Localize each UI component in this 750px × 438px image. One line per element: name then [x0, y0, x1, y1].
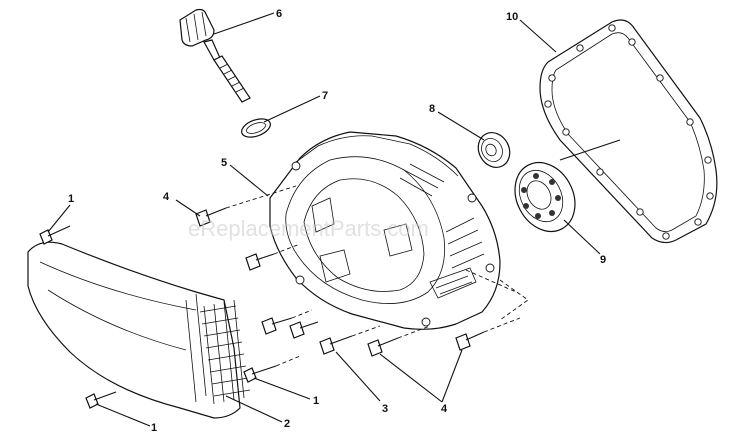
- bolt-4c[interactable]: [261, 317, 293, 335]
- bolt-4a[interactable]: [195, 207, 227, 227]
- blower-housing-part[interactable]: [27, 241, 251, 419]
- callout-2: 2: [284, 418, 290, 430]
- bolt-4e[interactable]: [367, 337, 399, 357]
- o-ring-part[interactable]: [239, 115, 273, 140]
- bolt-4f[interactable]: [455, 331, 485, 351]
- bolt-1b[interactable]: [243, 365, 277, 383]
- bolt-1c[interactable]: [85, 391, 117, 409]
- callout-5: 5: [221, 157, 227, 169]
- callout-1-top: 1: [68, 193, 74, 205]
- callout-1-bottom: 1: [151, 422, 157, 434]
- bearing-large-part[interactable]: [503, 152, 586, 242]
- bolt-1a[interactable]: [39, 225, 71, 245]
- gasket-part[interactable]: [539, 19, 718, 244]
- callout-4-bottom: 4: [441, 403, 448, 415]
- callout-4-left: 4: [163, 191, 170, 203]
- callout-7: 7: [322, 90, 328, 102]
- callout-10: 10: [506, 11, 518, 23]
- callout-1-right: 1: [313, 395, 319, 407]
- crankcase-cover-part[interactable]: [269, 131, 501, 330]
- watermark-text: eReplacementParts.com: [188, 216, 429, 241]
- bolt-3[interactable]: [319, 335, 353, 355]
- bolt-4d[interactable]: [289, 321, 319, 339]
- callout-8: 8: [429, 103, 435, 115]
- bearing-small-part[interactable]: [472, 127, 515, 173]
- leader-lines: [47, 12, 621, 427]
- dipstick-part[interactable]: [179, 8, 251, 103]
- callout-9: 9: [600, 254, 606, 266]
- bolt-4b[interactable]: [245, 253, 275, 271]
- alignment-lines: [225, 185, 529, 367]
- callout-6: 6: [276, 8, 282, 20]
- callout-3: 3: [382, 403, 388, 415]
